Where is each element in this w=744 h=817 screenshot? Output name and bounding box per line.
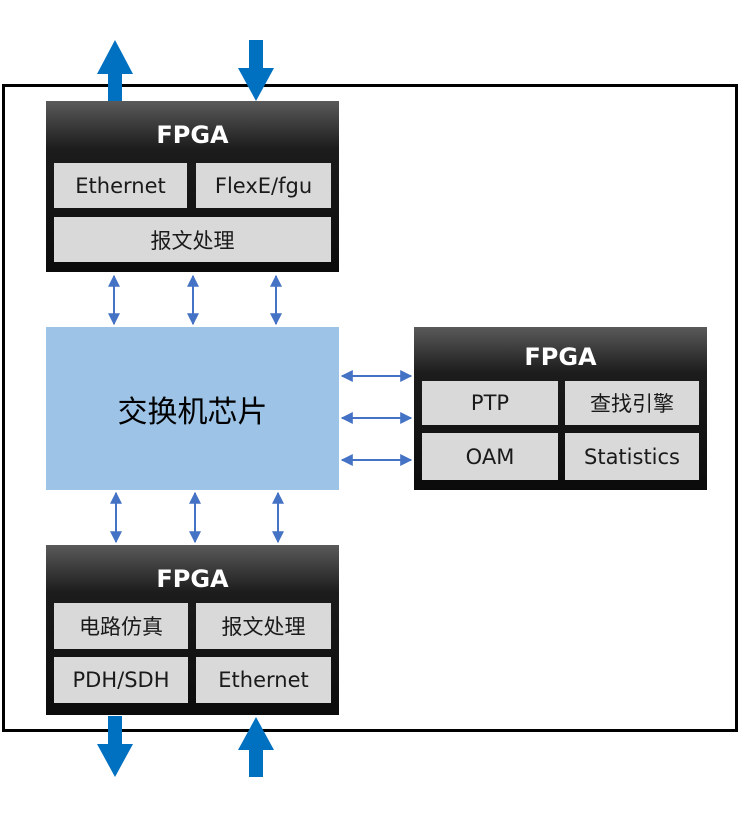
fpga-top-title: FPGA xyxy=(156,121,229,149)
fpga-top: FPGA Ethernet FlexE/fgu 报文处理 xyxy=(46,101,339,272)
fpga-top-cell-packet-processing: 报文处理 xyxy=(54,217,331,262)
fpga-bottom-cell-circuit-emulation: 电路仿真 xyxy=(54,603,188,649)
fpga-right-cell-statistics: Statistics xyxy=(565,433,699,480)
fpga-right-title: FPGA xyxy=(524,343,597,371)
fpga-bottom: FPGA 电路仿真 报文处理 PDH/SDH Ethernet xyxy=(46,545,339,715)
fpga-bottom-cell-pdh-sdh: PDH/SDH xyxy=(54,657,188,703)
fpga-right-cell-ptp: PTP xyxy=(422,381,558,425)
fpga-bottom-title: FPGA xyxy=(156,565,229,593)
switch-chip: 交换机芯片 xyxy=(46,327,339,490)
fpga-top-cell-flexe: FlexE/fgu xyxy=(196,163,331,208)
fpga-bottom-cell-ethernet: Ethernet xyxy=(196,657,331,703)
fpga-top-cell-ethernet: Ethernet xyxy=(54,163,187,208)
fpga-right: FPGA PTP 查找引擎 OAM Statistics xyxy=(414,327,707,490)
fpga-bottom-cell-packet-processing: 报文处理 xyxy=(196,603,331,649)
fpga-right-cell-oam: OAM xyxy=(422,433,558,480)
fpga-right-cell-lookup-engine: 查找引擎 xyxy=(565,381,699,425)
